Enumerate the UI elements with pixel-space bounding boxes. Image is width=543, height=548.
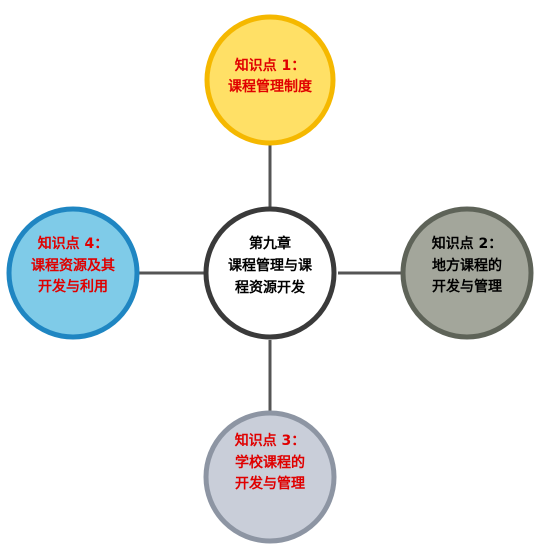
node-right-line-2: 地方课程的 bbox=[432, 257, 502, 274]
center-line-3: 程资源开发 bbox=[235, 279, 306, 296]
node-left-title: 知识点 4： bbox=[38, 235, 109, 252]
node-top-title: 知识点 1： bbox=[235, 57, 306, 74]
node-right-title: 知识点 2： bbox=[432, 235, 503, 252]
node-bottom-line-3: 开发与管理 bbox=[235, 475, 305, 492]
node-top-label: 课程管理制度 bbox=[228, 78, 313, 95]
node-center: 第九章 课程管理与课 程资源开发 bbox=[203, 206, 337, 340]
node-left: 知识点 4： 课程资源及其 开发与利用 bbox=[6, 206, 140, 340]
center-line-2: 课程管理与课 bbox=[228, 257, 313, 274]
node-right-line-3: 开发与管理 bbox=[432, 278, 502, 295]
center-line-1: 第九章 bbox=[249, 235, 291, 252]
node-top-circle bbox=[204, 14, 336, 146]
node-center-circle bbox=[203, 206, 337, 340]
node-bottom: 知识点 3： 学校课程的 开发与管理 bbox=[203, 410, 337, 544]
node-bottom-title: 知识点 3： bbox=[235, 432, 306, 449]
node-bottom-circle bbox=[203, 410, 337, 544]
node-top: 知识点 1： 课程管理制度 bbox=[204, 14, 336, 146]
node-left-circle bbox=[6, 206, 140, 340]
node-right-circle bbox=[400, 206, 534, 340]
node-right: 知识点 2： 地方课程的 开发与管理 bbox=[400, 206, 534, 340]
node-bottom-line-2: 学校课程的 bbox=[235, 454, 305, 471]
node-left-line-2: 课程资源及其 bbox=[31, 257, 115, 274]
node-left-line-3: 开发与利用 bbox=[38, 278, 108, 295]
